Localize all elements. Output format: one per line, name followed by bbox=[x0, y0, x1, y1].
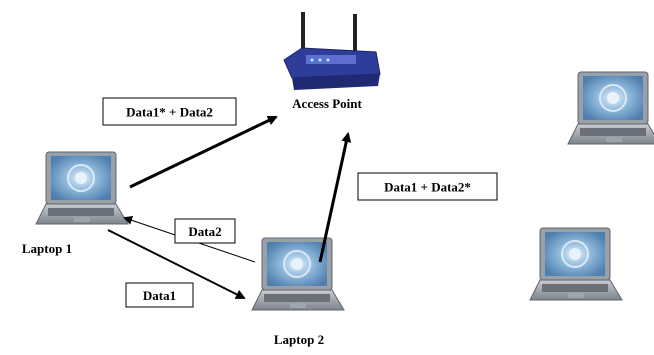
edge-label-box-data1 bbox=[125, 282, 194, 308]
access-point-label: Access Point bbox=[292, 96, 362, 111]
arrow-laptop2-to-ap bbox=[318, 132, 352, 263]
edge-label-laptop2-ap: Data1 + Data2* bbox=[384, 180, 471, 195]
arrow-laptop1-to-laptop2 bbox=[107, 229, 246, 299]
laptop-1-label: Laptop 1 bbox=[22, 241, 72, 256]
laptop-2-label: Laptop 2 bbox=[274, 332, 324, 347]
laptop-2-icon bbox=[251, 237, 345, 311]
edge-label-box-laptop1-ap bbox=[102, 97, 237, 126]
laptop-1-icon bbox=[35, 151, 129, 225]
laptop-bottom-right-icon bbox=[529, 227, 623, 301]
arrow-laptop1-to-ap bbox=[129, 115, 278, 189]
edge-label-data2: Data2 bbox=[188, 224, 221, 239]
laptop-top-right-icon bbox=[567, 71, 654, 145]
edge-label-box-data2 bbox=[174, 218, 236, 244]
access-point-icon bbox=[283, 12, 381, 90]
edge-label-data1: Data1 bbox=[143, 288, 176, 303]
edge-label-box-laptop2-ap bbox=[357, 172, 498, 201]
edge-label-laptop1-ap: Data1* + Data2 bbox=[126, 105, 213, 120]
